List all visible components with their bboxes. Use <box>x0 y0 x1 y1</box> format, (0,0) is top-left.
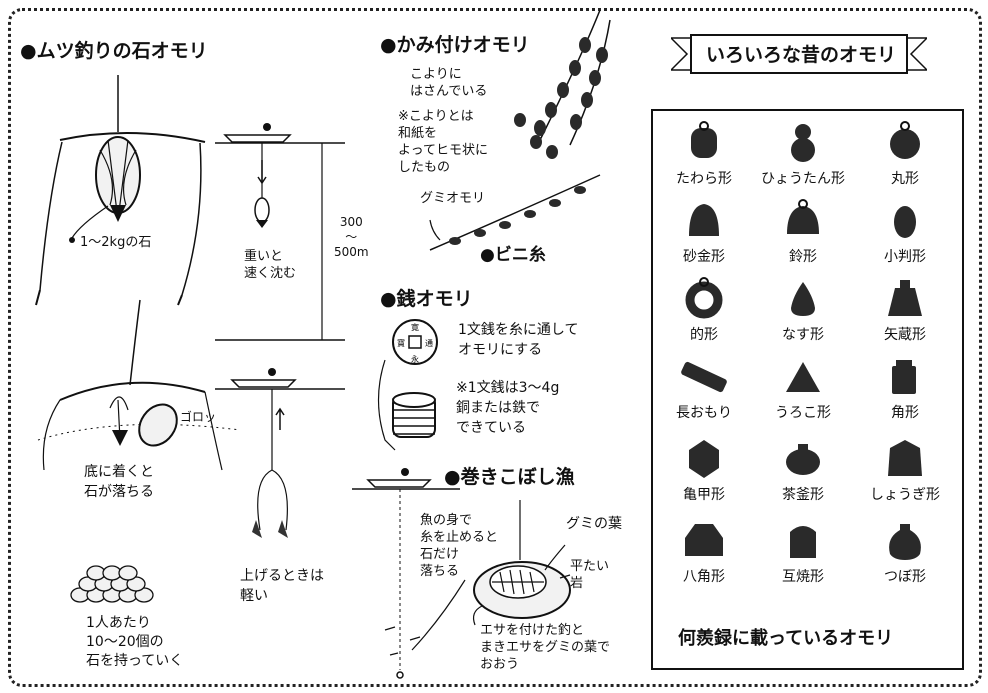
weight-label: なす形 <box>782 327 824 343</box>
boat-bottom <box>230 379 297 388</box>
weight-suzu: 鈴形 <box>753 196 853 274</box>
depth-label: 300 〜 500m <box>334 215 369 259</box>
stone-in-net <box>95 136 141 214</box>
gumi-leaf-label: グミの葉 <box>566 516 622 532</box>
rig-line-left <box>39 141 63 291</box>
svg-text:永: 永 <box>411 354 419 364</box>
old-weights-title: いろいろな昔のオモリ <box>706 44 897 66</box>
weight-label: ひょうたん形 <box>761 171 845 187</box>
weight-hyoutan: ひょうたん形 <box>753 118 853 196</box>
weight-label: 茶釜形 <box>782 487 824 503</box>
weight-nasu-icon <box>791 282 815 316</box>
weight-kawarayaki-icon <box>790 526 816 558</box>
rig-line-right <box>181 142 202 296</box>
rig-bow <box>59 131 206 143</box>
zeni-note-2: ※1文銭は3〜4g 銅または鉄で できている <box>456 380 560 436</box>
weight-tawara: たわら形 <box>654 118 754 196</box>
koyori-note: こよりに はさんでいる <box>410 67 488 99</box>
weight-sakin: 砂金形 <box>654 196 754 274</box>
mutsu-title: ●ムツ釣りの石オモリ <box>20 40 208 62</box>
weight-shougi-icon <box>888 440 922 476</box>
weight-uroko: うろこ形 <box>753 352 853 430</box>
weight-kikkou-icon <box>689 440 719 478</box>
weight-maru-icon <box>890 121 920 159</box>
sink-note: 重いと 速く沈む <box>244 249 297 281</box>
weight-yagura-icon <box>888 280 922 316</box>
weight-kaku-icon <box>892 360 916 394</box>
weight-naga-icon <box>681 361 727 393</box>
gumi-string <box>429 174 601 251</box>
weight-label: 的形 <box>690 327 718 343</box>
fish-flesh-note: 魚の身で 糸を止めると 石だけ 落ちる <box>420 513 499 579</box>
weight-koban-icon <box>894 206 916 238</box>
bottom-note: 底に着くと 石が落ちる <box>84 464 154 500</box>
weight-mato-icon <box>685 277 723 319</box>
weight-kikkou: 亀甲形 <box>654 434 754 512</box>
zeni-title: ●銭オモリ <box>380 288 473 310</box>
weight-label: 角形 <box>891 405 919 421</box>
weight-label: しょうぎ形 <box>870 487 940 503</box>
bait-note: エサを付けた釣と まきエサをグミの葉で おおう <box>480 623 611 672</box>
old-weights-footer: 何羨録に載っているオモリ <box>672 624 900 650</box>
weight-uroko-icon <box>786 362 820 392</box>
boat-makikoboshi <box>366 479 432 488</box>
weight-hyoutan-icon <box>791 124 815 162</box>
title-banner <box>671 34 927 74</box>
weight-label: 小判形 <box>884 249 926 265</box>
svg-text:寶: 寶 <box>397 338 405 348</box>
weight-chagama-icon <box>786 444 820 475</box>
weight-tsubo-icon <box>889 524 921 560</box>
vinyl-thread-label: ●ビニ糸 <box>480 245 546 265</box>
weight-koban: 小判形 <box>855 196 955 274</box>
weight-naga: 長おもり <box>654 352 754 430</box>
weight-chagama: 茶釜形 <box>753 434 853 512</box>
kamitsuke-title: ●かみ付けオモリ <box>380 34 530 56</box>
weight-nasu: なす形 <box>753 274 853 352</box>
weight-label: 亀甲形 <box>683 487 725 503</box>
weight-mato: 的形 <box>654 274 754 352</box>
weight-kaku: 角形 <box>855 352 955 430</box>
gumi-weight-label: グミオモリ <box>420 191 486 206</box>
stone-weight-note: 1〜2kgの石 <box>80 235 152 250</box>
stone-tip <box>110 205 126 222</box>
koyori-definition: ※こよりとは 和紙を よってヒモ状に したもの <box>398 109 488 175</box>
weight-hakkaku-icon <box>685 524 723 556</box>
weight-label: 互焼形 <box>782 569 824 585</box>
weight-suzu-icon <box>787 199 819 234</box>
weight-label: 矢蔵形 <box>884 327 926 343</box>
weight-yagura: 矢蔵形 <box>855 274 955 352</box>
coin-stack <box>392 392 436 438</box>
weight-tawara-icon <box>691 121 717 158</box>
lift-note: 上げるときは 軽い <box>240 568 324 604</box>
weight-tsubo: つぼ形 <box>855 516 955 594</box>
weight-shougi: しょうぎ形 <box>855 434 955 512</box>
boat-top <box>223 134 292 143</box>
seabed <box>37 423 241 441</box>
svg-text:寛: 寛 <box>411 322 419 332</box>
weight-label: 砂金形 <box>683 249 725 265</box>
makikoboshi-title: ●巻きこぼし漁 <box>444 466 575 488</box>
dotted-border <box>8 8 982 687</box>
weight-label: うろこ形 <box>775 405 831 421</box>
carry-note: 1人あたり 10〜20個の 石を持っていく <box>86 615 184 669</box>
svg-text:通: 通 <box>425 338 433 348</box>
weight-label: 丸形 <box>891 171 919 187</box>
weight-label: つぼ形 <box>884 569 926 585</box>
weight-label: 長おもり <box>676 405 732 421</box>
weight-label: 鈴形 <box>789 249 817 265</box>
weight-sakin-icon <box>689 204 719 236</box>
weight-hakkaku: 八角形 <box>654 516 754 594</box>
weight-kawarayaki: 互焼形 <box>753 516 853 594</box>
flat-stone-label: 平たい 岩 <box>570 559 610 591</box>
weight-label: 八角形 <box>683 569 725 585</box>
zeni-note-1: 1文銭を糸に通して オモリにする <box>458 322 579 358</box>
stone-pile <box>70 565 154 603</box>
weight-label: たわら形 <box>676 171 732 187</box>
gorori-sound: ゴロッ <box>180 410 217 424</box>
fallen-stone <box>138 403 178 447</box>
weight-maru: 丸形 <box>855 118 955 196</box>
